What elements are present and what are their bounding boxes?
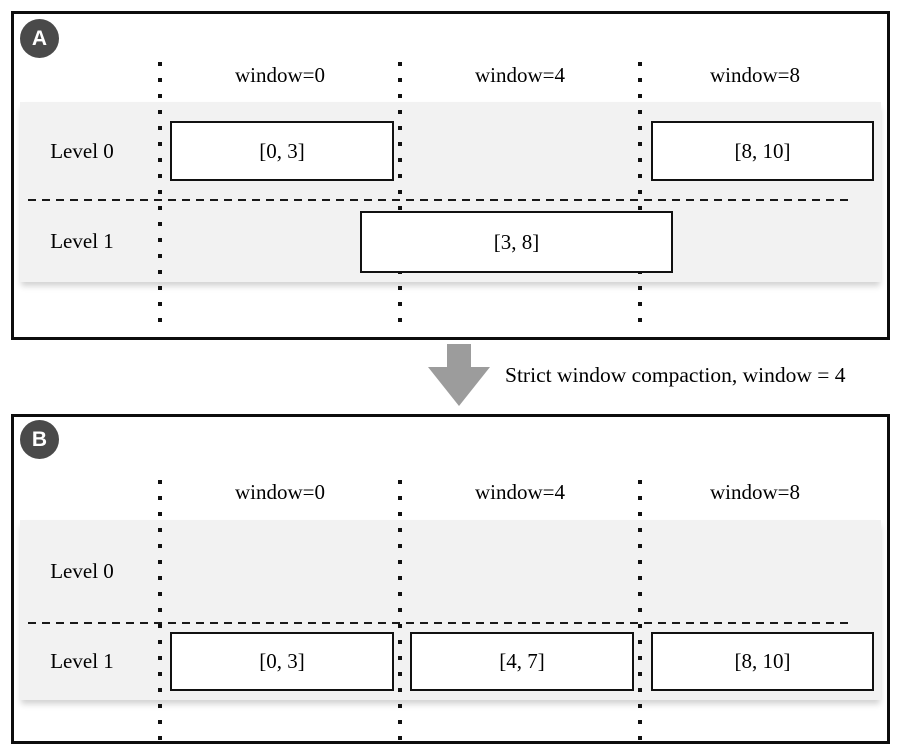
- window-divider-dotted-line: [638, 62, 642, 332]
- window-divider-dotted-line: [398, 62, 402, 332]
- arrow-caption: Strict window compaction, window = 4: [505, 363, 846, 387]
- down-arrow-icon: [428, 344, 490, 406]
- sstable-box: [4, 7]: [410, 632, 634, 691]
- sstable-box-label: [8, 10]: [734, 138, 791, 163]
- sstable-box-label: [0, 3]: [259, 138, 305, 163]
- panel-b: B window=0 window=4 window=8 Level 0 Lev…: [11, 414, 890, 744]
- sstable-box-label: [8, 10]: [734, 649, 791, 673]
- window-divider-dotted-line: [158, 62, 162, 332]
- panel-a-badge: A: [20, 19, 59, 58]
- panel-a-level-0-label: Level 0: [50, 139, 114, 163]
- panel-b-column-header-window-0: window=0: [234, 480, 325, 504]
- panel-b-column-header-window-4: window=4: [474, 480, 565, 504]
- sstable-box-label: [3, 8]: [493, 229, 540, 254]
- panel-b-badge: B: [20, 420, 59, 459]
- panel-b-badge-label: B: [31, 427, 48, 451]
- down-arrow-stem: [447, 344, 471, 367]
- level-divider-dashed-line: [28, 199, 852, 201]
- panel-a: A window=0 window=4 window=8 Level 0 Lev…: [11, 11, 890, 340]
- panel-a-badge-label: A: [31, 26, 48, 50]
- panel-a-column-header-window-0: window=0: [234, 63, 325, 87]
- panel-b-level-0-label: Level 0: [50, 559, 114, 583]
- window-divider-dotted-line: [398, 480, 402, 742]
- sstable-box-label: [0, 3]: [259, 649, 305, 673]
- window-divider-dotted-line: [638, 480, 642, 742]
- sstable-box: [0, 3]: [170, 632, 394, 691]
- panel-b-level-1-label: Level 1: [50, 649, 114, 673]
- sstable-box: [8, 10]: [651, 632, 874, 691]
- panel-a-column-header-window-4: window=4: [474, 63, 565, 87]
- sstable-box-label: [4, 7]: [499, 649, 545, 673]
- sstable-box: [3, 8]: [360, 211, 673, 273]
- down-arrow-head: [428, 367, 490, 406]
- panel-b-column-header-window-8: window=8: [709, 480, 800, 504]
- panel-a-level-1-label: Level 1: [50, 229, 114, 253]
- level-divider-dashed-line: [28, 622, 852, 624]
- sstable-box: [0, 3]: [170, 121, 394, 181]
- window-divider-dotted-line: [158, 480, 162, 742]
- sstable-box: [8, 10]: [651, 121, 874, 181]
- panel-a-column-header-window-8: window=8: [709, 63, 800, 87]
